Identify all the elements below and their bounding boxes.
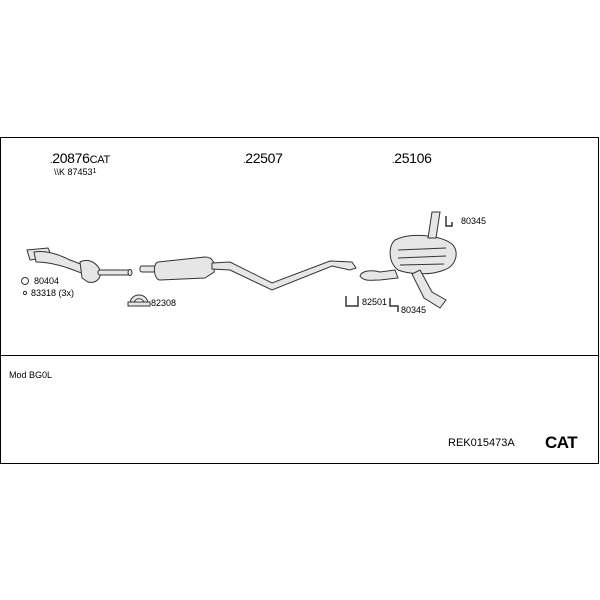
fitting-label-82501[interactable]: 82501: [362, 297, 388, 307]
part-label-middle[interactable]: .22507: [243, 151, 283, 166]
middle-silencer[interactable]: [139, 256, 357, 291]
clamp-82308[interactable]: [127, 294, 151, 307]
model-label: Mod BG0L: [9, 370, 53, 380]
clamp-80404[interactable]: [21, 277, 29, 285]
diagram-frame: [0, 137, 599, 464]
hanger-80345-bottom[interactable]: [389, 298, 399, 312]
fitting-label-80345-bottom[interactable]: 80345: [401, 305, 427, 315]
sub-prefix: \\K: [54, 167, 66, 177]
part-number: 20876: [52, 150, 90, 166]
fitting-label-80345-top[interactable]: 80345: [461, 216, 487, 226]
section-divider: [1, 355, 598, 356]
catalytic-converter[interactable]: [26, 247, 133, 283]
sub-part-label[interactable]: \\K 874531: [54, 168, 96, 177]
fitting-label-83318[interactable]: 83318 (3x): [31, 288, 75, 298]
reference-number: REK015473A: [448, 437, 515, 449]
hanger-80345-top[interactable]: [445, 216, 453, 227]
bolt-83318[interactable]: [22, 290, 28, 296]
part-number: 25106: [394, 150, 432, 166]
part-number: 22507: [245, 150, 283, 166]
part-label-rear[interactable]: .25106: [392, 151, 432, 166]
fitting-label-82308[interactable]: 82308: [151, 298, 177, 308]
part-suffix: CAT: [89, 154, 111, 166]
category-badge: CAT: [545, 433, 578, 452]
clamp-82501[interactable]: [345, 296, 359, 307]
sub-number: 87453: [67, 167, 93, 177]
part-label-cat[interactable]: .20876CAT: [50, 151, 110, 166]
fitting-label-80404[interactable]: 80404: [34, 276, 60, 286]
part-prefix: .: [392, 155, 395, 165]
sub-mark: 1: [92, 168, 97, 175]
part-prefix: .: [50, 155, 53, 165]
rear-silencer[interactable]: [359, 211, 457, 309]
part-prefix: .: [243, 155, 246, 165]
